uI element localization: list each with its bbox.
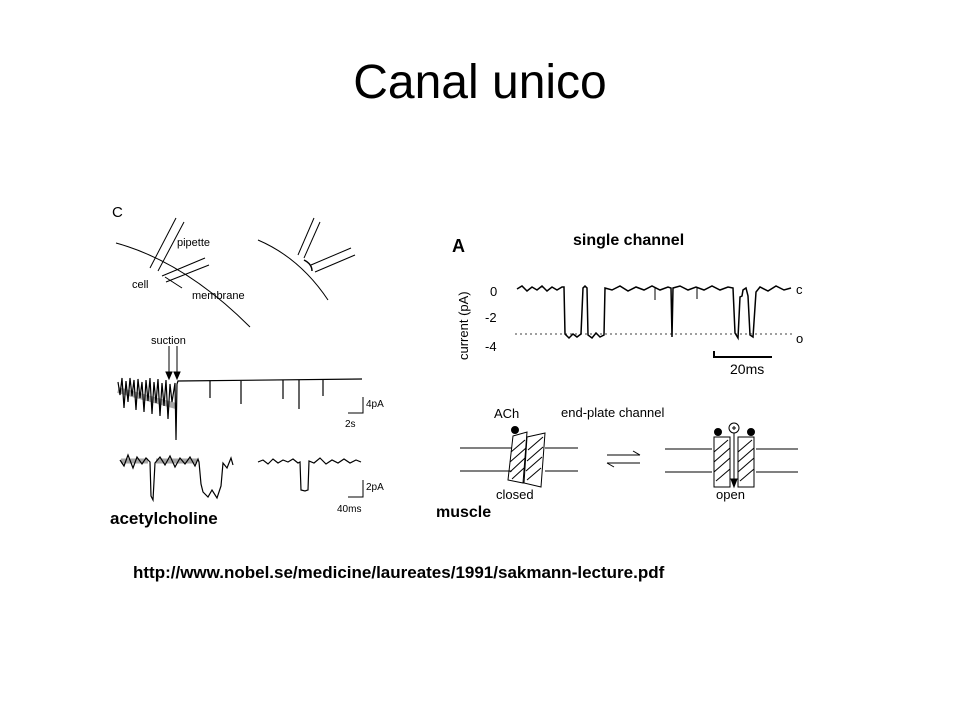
open-channel [713,422,755,489]
seal-recording-trace [117,377,363,441]
muscle-label: muscle [436,504,491,521]
agonist-label: acetylcholine [110,509,218,528]
panel-a-letter: A [452,236,465,256]
tick-0: 0 [490,284,497,299]
suction-arrows [165,346,181,381]
scale2-amp-label: 2pA [366,482,384,493]
single-channel-trace [516,284,792,341]
scale2-time-label: 40ms [337,504,361,515]
scale-20ms-label: 20ms [730,361,764,377]
equilibrium-arrows [606,450,641,468]
membrane-label: membrane [192,290,245,302]
scale1-amp-label: 4pA [366,399,384,410]
cell-label: cell [132,279,149,291]
closed-channel [507,426,546,488]
scale-bar-2 [348,480,364,498]
state-closed-label: c [796,282,803,297]
endplate-channel-scheme [460,422,798,489]
panel-a-heading: single channel [573,232,684,249]
source-url: http://www.nobel.se/medicine/laureates/1… [133,563,665,582]
pipette-diagram [115,217,356,328]
tick-minus-2: -2 [485,310,497,325]
endplate-label: end-plate channel [561,405,664,420]
ach-single-channel-traces [119,453,362,503]
tick-minus-4: -4 [485,339,497,354]
scale-bar-20ms [713,351,772,358]
figure-labels: C pipette cell membrane suction 4pA 2s 2… [110,204,803,528]
y-axis-label: current (pA) [456,291,471,360]
panel-c-letter: C [112,204,123,221]
closed-label: closed [496,487,534,502]
state-open-label: o [796,331,803,346]
pipette-label: pipette [177,237,210,249]
scale-bar-1 [348,397,364,414]
open-label: open [716,487,745,502]
suction-label: suction [151,335,186,347]
scale1-time-label: 2s [345,419,356,430]
slide-title: Canal unico [353,56,607,109]
ach-label: ACh [494,406,519,421]
